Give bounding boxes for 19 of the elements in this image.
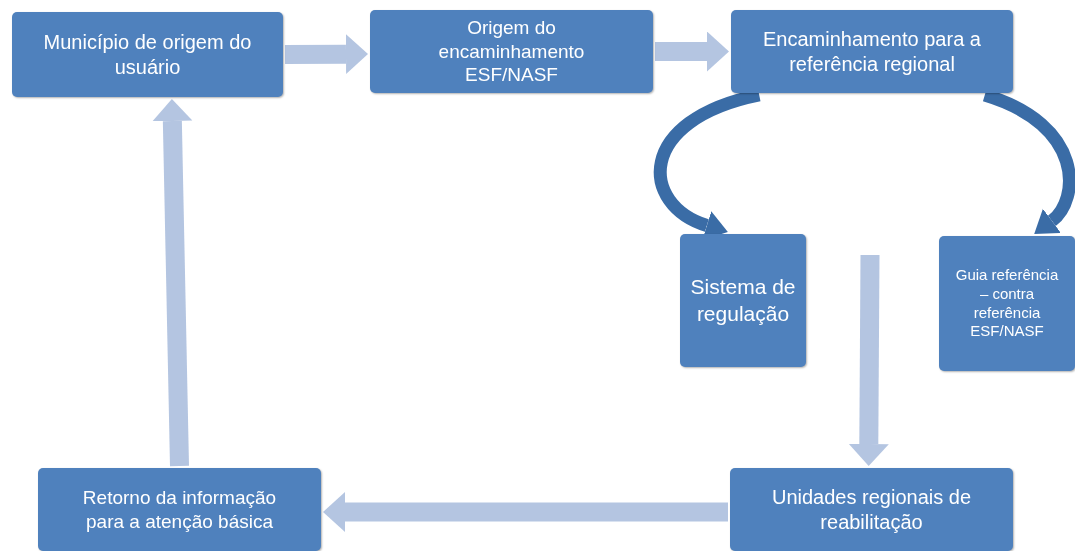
box-label: Origem do encaminhamento ESF/NASF xyxy=(437,15,586,88)
box-label: Encaminhamento para a referência regional xyxy=(762,26,982,77)
block-arrow xyxy=(323,492,728,532)
box-label: Unidades regionais de reabilitação xyxy=(771,484,972,535)
process-box xyxy=(12,12,283,97)
process-box xyxy=(939,236,1075,371)
process-box xyxy=(680,234,806,367)
block-arrow xyxy=(284,34,368,75)
box-label: Guia referência – contra referência ESF/NASF xyxy=(954,266,1060,341)
block-arrow xyxy=(152,99,193,467)
process-box xyxy=(730,468,1013,551)
box-label: Sistema de regulação xyxy=(689,274,797,327)
block-arrow xyxy=(848,254,889,466)
block-arrow xyxy=(655,31,729,72)
process-box xyxy=(731,10,1013,93)
process-box xyxy=(370,10,653,93)
box-label: Retorno da informação para a atenção básica xyxy=(81,485,278,534)
process-box xyxy=(38,468,321,551)
box-label: Município de origem do usuário xyxy=(42,29,253,80)
